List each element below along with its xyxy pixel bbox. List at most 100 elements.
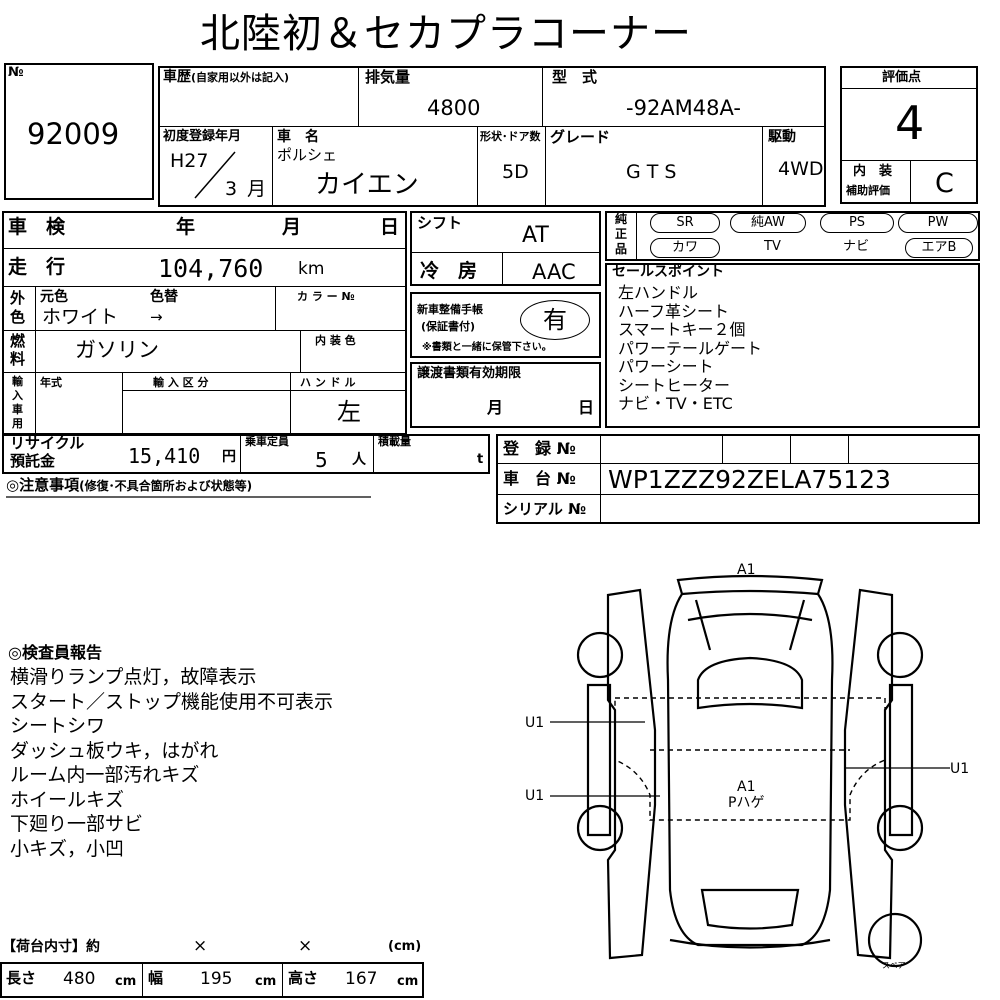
displacement-value: 4800: [427, 96, 481, 120]
import-side-1: 輸: [12, 375, 23, 388]
inspection-day-label: 日: [380, 216, 400, 238]
inspector-item: ダッシュ板ウキ，はがれ: [10, 739, 219, 762]
color-change-label: 色替: [150, 289, 178, 305]
inspection-year-label: 年: [176, 216, 196, 238]
car-name-label: 車 名: [277, 129, 319, 145]
handle-label: ハ ン ド ル: [300, 376, 356, 389]
capacity-label: 乗車定員: [245, 435, 289, 448]
color-code-label: カ ラ ー №: [297, 290, 355, 303]
transfer-box: [410, 362, 601, 428]
shift-value: AT: [522, 223, 549, 248]
color-arrow: →: [150, 308, 163, 326]
interior-sub-label: 補助評価: [846, 184, 890, 197]
inspector-item: ホイールキズ: [10, 788, 125, 811]
capacity-value: 5: [315, 448, 328, 472]
lot-number-box: [4, 63, 154, 200]
grade-label: グレード: [550, 128, 611, 146]
shift-label: シフト: [417, 214, 463, 232]
recycle-sublabel: 預託金: [10, 452, 56, 470]
cargo-x2: ×: [298, 936, 313, 956]
manual-note: ※書類と一緒に保管下さい。: [422, 342, 552, 353]
doors-label: 形状･ドア数: [480, 130, 541, 143]
equipment-tv: TV: [764, 239, 781, 254]
equipment-leather: カワ: [650, 238, 720, 258]
cargo-height-value: 167: [345, 969, 378, 989]
inspector-item: 横滑りランプ点灯，故障表示: [10, 666, 257, 688]
inspector-label: ◎検査員報告: [8, 643, 102, 662]
recycle-label: リサイクル: [10, 434, 85, 452]
diagram-right-label: U1: [950, 761, 970, 777]
color-value: ホワイト: [42, 306, 119, 328]
sales-point-item: パワーテールゲート: [618, 338, 763, 358]
doors-value: 5D: [502, 161, 529, 183]
cargo-width-label: 幅: [148, 969, 164, 987]
cargo-length-value: 480: [63, 969, 96, 989]
recycle-box: [2, 434, 490, 474]
cargo-height-unit: cm: [397, 974, 419, 989]
cargo-x1: ×: [193, 936, 208, 956]
import-year-label: 年式: [40, 376, 62, 389]
mileage-label: 走 行: [8, 256, 66, 278]
inspector-list: 横滑りランプ点灯，故障表示 スタート／ストップ機能使用不可表示 シートシワ ダッ…: [10, 665, 333, 861]
rating-label: 評価点: [882, 70, 922, 85]
cargo-width-unit: cm: [255, 974, 277, 989]
fuel-value: ガソリン: [75, 338, 159, 362]
equipment-box: [605, 211, 980, 261]
inspector-item: スタート／ストップ機能使用不可表示: [10, 690, 334, 713]
manual-value: 有: [543, 306, 567, 334]
diagram-front-label: A1: [737, 562, 756, 578]
first-reg-month-unit: 月: [247, 178, 267, 200]
first-reg-month: 3: [225, 178, 238, 200]
aircon-label: 冷 房: [420, 260, 478, 282]
cargo-label: 【荷台内寸】約: [2, 939, 100, 955]
first-reg-label: 初度登録年月: [163, 129, 242, 144]
model-label: 型 式: [552, 68, 598, 86]
car-damage-diagram: [550, 574, 950, 968]
history-label: 車歴(自家用以外は記入): [163, 69, 290, 85]
mileage-unit: km: [298, 259, 325, 279]
notes-underline: [6, 496, 371, 498]
inspection-month-label: 月: [282, 216, 302, 238]
notes-label: ◎注意事項(修復･不具合箇所および状態等): [6, 476, 253, 494]
equipment-label-3: 品: [615, 242, 628, 256]
equipment-label-1: 純: [615, 212, 628, 226]
manual-label: 新車整備手帳: [417, 303, 483, 316]
interior-label: 内 装: [853, 164, 893, 179]
model-value: -92AM48A-: [626, 96, 741, 120]
grade-value: G T S: [626, 161, 677, 183]
import-side-2: 入: [12, 389, 23, 402]
color-side-2: 色: [10, 308, 26, 326]
cargo-unit: (cm): [388, 939, 422, 954]
inspector-item: 小キズ，小凹: [10, 837, 125, 860]
lot-number-label: №: [8, 65, 24, 80]
fuel-side-1: 燃: [10, 332, 26, 350]
shift-box: [410, 211, 601, 286]
transfer-day-label: 日: [578, 398, 595, 417]
import-class-label: 輸 入 区 分: [153, 376, 209, 389]
transfer-month-label: 月: [487, 398, 504, 417]
cargo-box: [0, 962, 424, 998]
manual-value-circle: [520, 300, 590, 340]
car-name-value: カイエン: [315, 170, 419, 200]
lot-number-value: 92009: [27, 117, 120, 151]
orig-color-label: 元色: [40, 289, 68, 305]
first-reg-slash: [194, 151, 236, 199]
diagram-center-label-2: Pハゲ: [728, 795, 765, 811]
color-side-1: 外: [10, 289, 26, 307]
diagram-left-upper-label: U1: [525, 715, 545, 731]
sales-points-list: 左ハンドル ハーフ革シート スマートキー２個 パワーテールゲート パワーシート …: [618, 283, 763, 414]
inspector-item: 下廻り一部サビ: [10, 813, 144, 835]
interior-color-label: 内 装 色: [315, 334, 356, 347]
cargo-length-label: 長さ: [6, 969, 37, 987]
cargo-length-unit: cm: [115, 974, 137, 989]
capacity-unit: 人: [352, 452, 366, 468]
vin-value: WP1ZZZ92ZELA75123: [608, 465, 891, 494]
registration-label: 登 録 №: [503, 439, 576, 458]
sales-point-item: ナビ・TV・ETC: [618, 394, 733, 413]
vin-label: 車 台 №: [503, 469, 576, 488]
registration-box: [496, 434, 980, 524]
diagram-left-lower-label: U1: [525, 788, 545, 804]
transfer-label: 譲渡書類有効期限: [417, 366, 522, 381]
sales-point-item: パワーシート: [618, 357, 714, 376]
sales-point-item: スマートキー２個: [618, 320, 746, 339]
